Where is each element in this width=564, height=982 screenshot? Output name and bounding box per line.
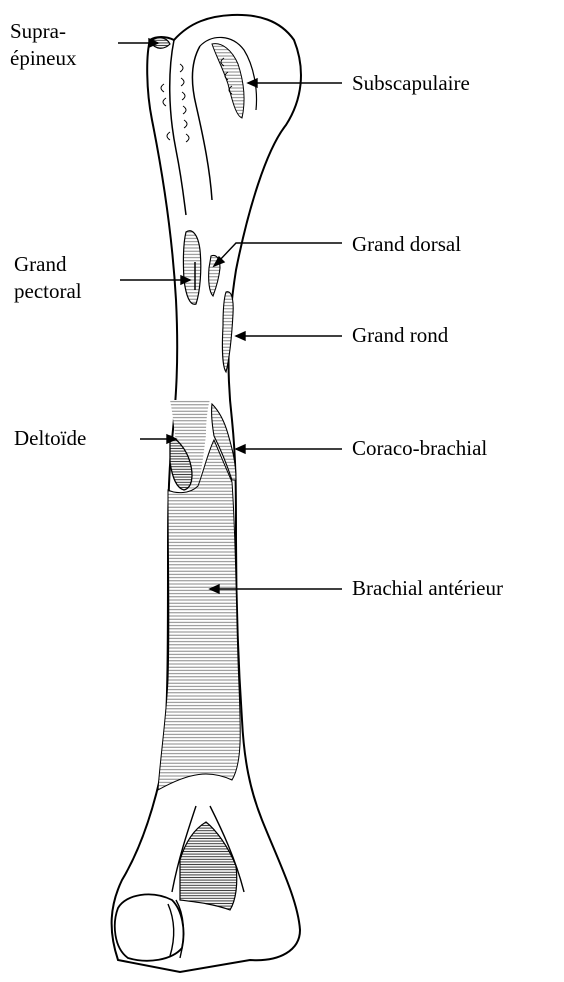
leader-deltoide [140,435,176,443]
label-brachial-anterieur: Brachial antérieur [352,575,503,602]
label-coraco-brachial: Coraco-brachial [352,435,487,462]
label-deltoide: Deltoïde [14,425,86,452]
brachial-anterieur-insertion [158,440,240,790]
label-grand-rond: Grand rond [352,322,448,349]
leader-supraepineux [118,39,158,47]
label-grand-pectoral: Grand pectoral [14,251,82,305]
label-supraepineux: Supra- épineux [10,18,76,72]
grand-pectoral-insertion [183,231,200,304]
label-subscapulaire: Subscapulaire [352,70,470,97]
label-grand-dorsal: Grand dorsal [352,231,461,258]
leader-grand-rond [236,332,342,340]
leader-coraco-brachial [236,445,342,453]
grand-rond-insertion [222,292,233,372]
